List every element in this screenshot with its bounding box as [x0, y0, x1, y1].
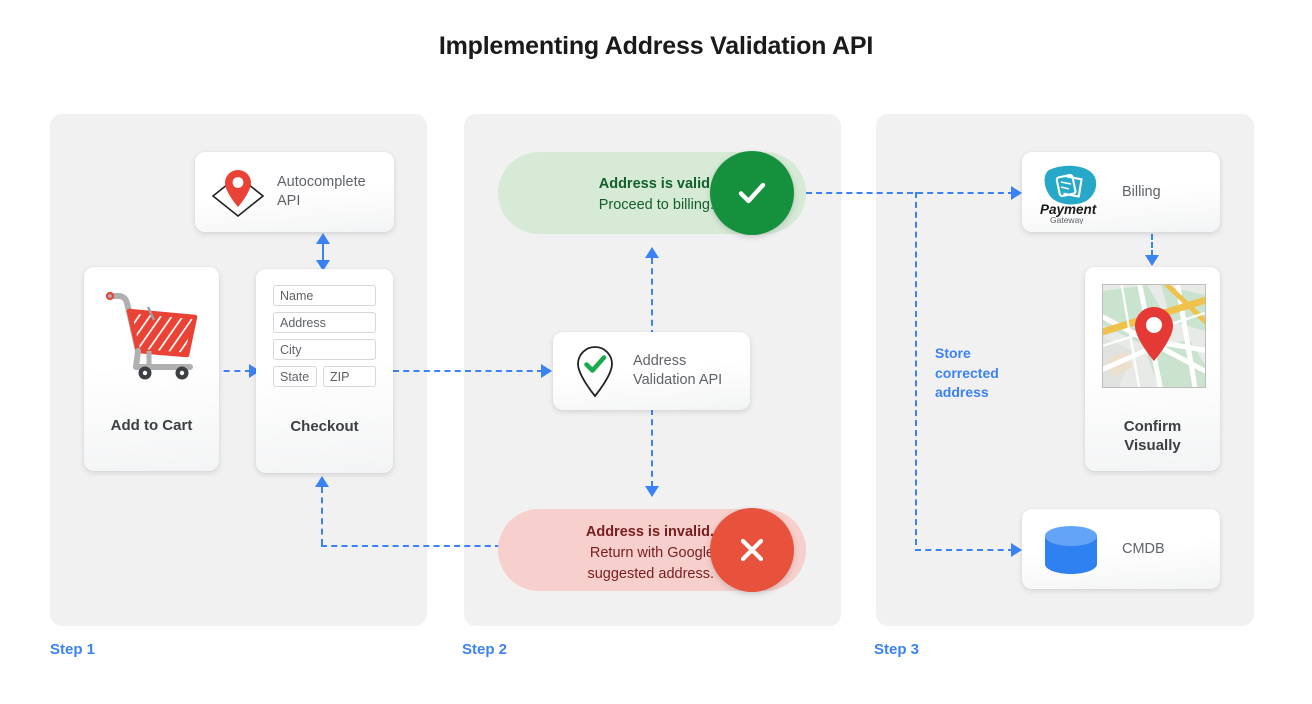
billing-card[interactable]: Payment Gateway Billing [1022, 152, 1220, 232]
autocomplete-api-card[interactable]: Autocomplete API [195, 152, 394, 232]
cmdb-label: CMDB [1122, 541, 1165, 557]
connector-invalid-feedback-horizontal [321, 545, 501, 547]
map-thumbnail-icon [1102, 284, 1206, 388]
check-circle-icon [710, 151, 794, 235]
address-valid-line1: Address is valid. [598, 176, 714, 192]
svg-text:Gateway: Gateway [1050, 215, 1084, 224]
connector-invalid-feedback-vertical [321, 487, 323, 545]
address-validation-api-label-line2: Validation API [633, 372, 723, 388]
connector-checkout-to-validation [393, 370, 543, 372]
connector-cart-to-checkout [213, 370, 251, 372]
shopping-cart-icon [102, 289, 202, 386]
connector-store-corrected-vertical [915, 192, 917, 545]
x-circle-icon [710, 508, 794, 592]
arrowhead-up-autocomplete [316, 233, 330, 244]
address-invalid-text: Address is invalid. Return with Google s… [544, 522, 714, 585]
confirm-visually-label: Confirm Visually [1085, 417, 1220, 455]
checkout-label: Checkout [290, 418, 359, 435]
autocomplete-api-label: Autocomplete API [277, 173, 382, 211]
connector-billing-to-map [1151, 234, 1153, 264]
add-to-cart-label: Add to Cart [110, 417, 193, 434]
address-invalid-banner: Address is invalid. Return with Google s… [498, 508, 806, 592]
checkout-field-name[interactable]: Name [273, 285, 376, 306]
arrowhead-store-to-cmdb [1011, 543, 1022, 557]
arrowhead-down-checkout [316, 260, 330, 271]
checkout-field-address[interactable]: Address [273, 312, 376, 333]
address-valid-text: Address is valid. Proceed to billing. [558, 174, 714, 216]
connector-validation-to-invalid [651, 409, 653, 487]
address-validation-api-label-line1: Address [633, 353, 687, 369]
store-note-line1: Store [935, 345, 971, 361]
connector-validation-to-valid [651, 258, 653, 336]
cmdb-card[interactable]: CMDB [1022, 509, 1220, 589]
address-invalid-line3: suggested address. [587, 566, 714, 582]
checkout-field-state[interactable]: State [273, 366, 317, 387]
store-note-line2: corrected [935, 364, 999, 381]
store-note-line3: address [935, 384, 989, 400]
svg-text:Payment: Payment [1040, 202, 1097, 217]
connector-store-corrected-horizontal [915, 549, 1014, 551]
address-valid-line2: Proceed to billing. [598, 197, 714, 213]
confirm-visually-label-line1: Confirm [1123, 418, 1182, 435]
database-cylinder-icon [1042, 524, 1100, 581]
store-corrected-address-note: Store corrected address [935, 344, 1025, 403]
connector-valid-to-billing [806, 192, 1014, 194]
confirm-visually-label-line2: Visually [1124, 437, 1181, 454]
address-invalid-line1: Address is invalid. [585, 524, 714, 540]
arrowhead-feedback-to-checkout [315, 476, 329, 487]
address-invalid-line2: Return with Google [589, 545, 714, 561]
arrowhead-validation-to-invalid [645, 486, 659, 497]
payment-gateway-icon: Payment Gateway [1036, 162, 1108, 225]
address-validation-api-card[interactable]: Address Validation API [553, 332, 750, 410]
map-pin-diamond-icon [207, 166, 269, 223]
checkout-field-zip[interactable]: ZIP [323, 366, 376, 387]
arrowhead-checkout-to-validation [541, 364, 552, 378]
arrowhead-billing-to-map [1145, 255, 1159, 266]
checkout-field-city[interactable]: City [273, 339, 376, 360]
connector-checkout-autocomplete [322, 243, 324, 269]
address-valid-banner: Address is valid. Proceed to billing. [498, 151, 806, 235]
page-title: Implementing Address Validation API [438, 32, 874, 60]
arrowhead-validation-to-valid [645, 247, 659, 258]
step1-label: Step 1 [50, 641, 96, 658]
arrowhead-cart-to-checkout [249, 364, 260, 378]
add-to-cart-card[interactable]: Add to Cart [84, 267, 219, 471]
address-validation-api-label: Address Validation API [633, 352, 745, 390]
billing-label: Billing [1122, 184, 1161, 200]
arrowhead-valid-to-billing [1011, 186, 1022, 200]
checkout-card[interactable]: Name Address City State ZIP Checkout [256, 269, 393, 473]
pin-check-icon [569, 344, 621, 405]
autocomplete-api-label-line2: API [277, 193, 301, 209]
step3-label: Step 3 [874, 641, 920, 658]
confirm-visually-card[interactable]: Confirm Visually [1085, 267, 1220, 471]
autocomplete-api-label-line1: Autocomplete [277, 174, 366, 190]
step2-label: Step 2 [462, 641, 508, 658]
